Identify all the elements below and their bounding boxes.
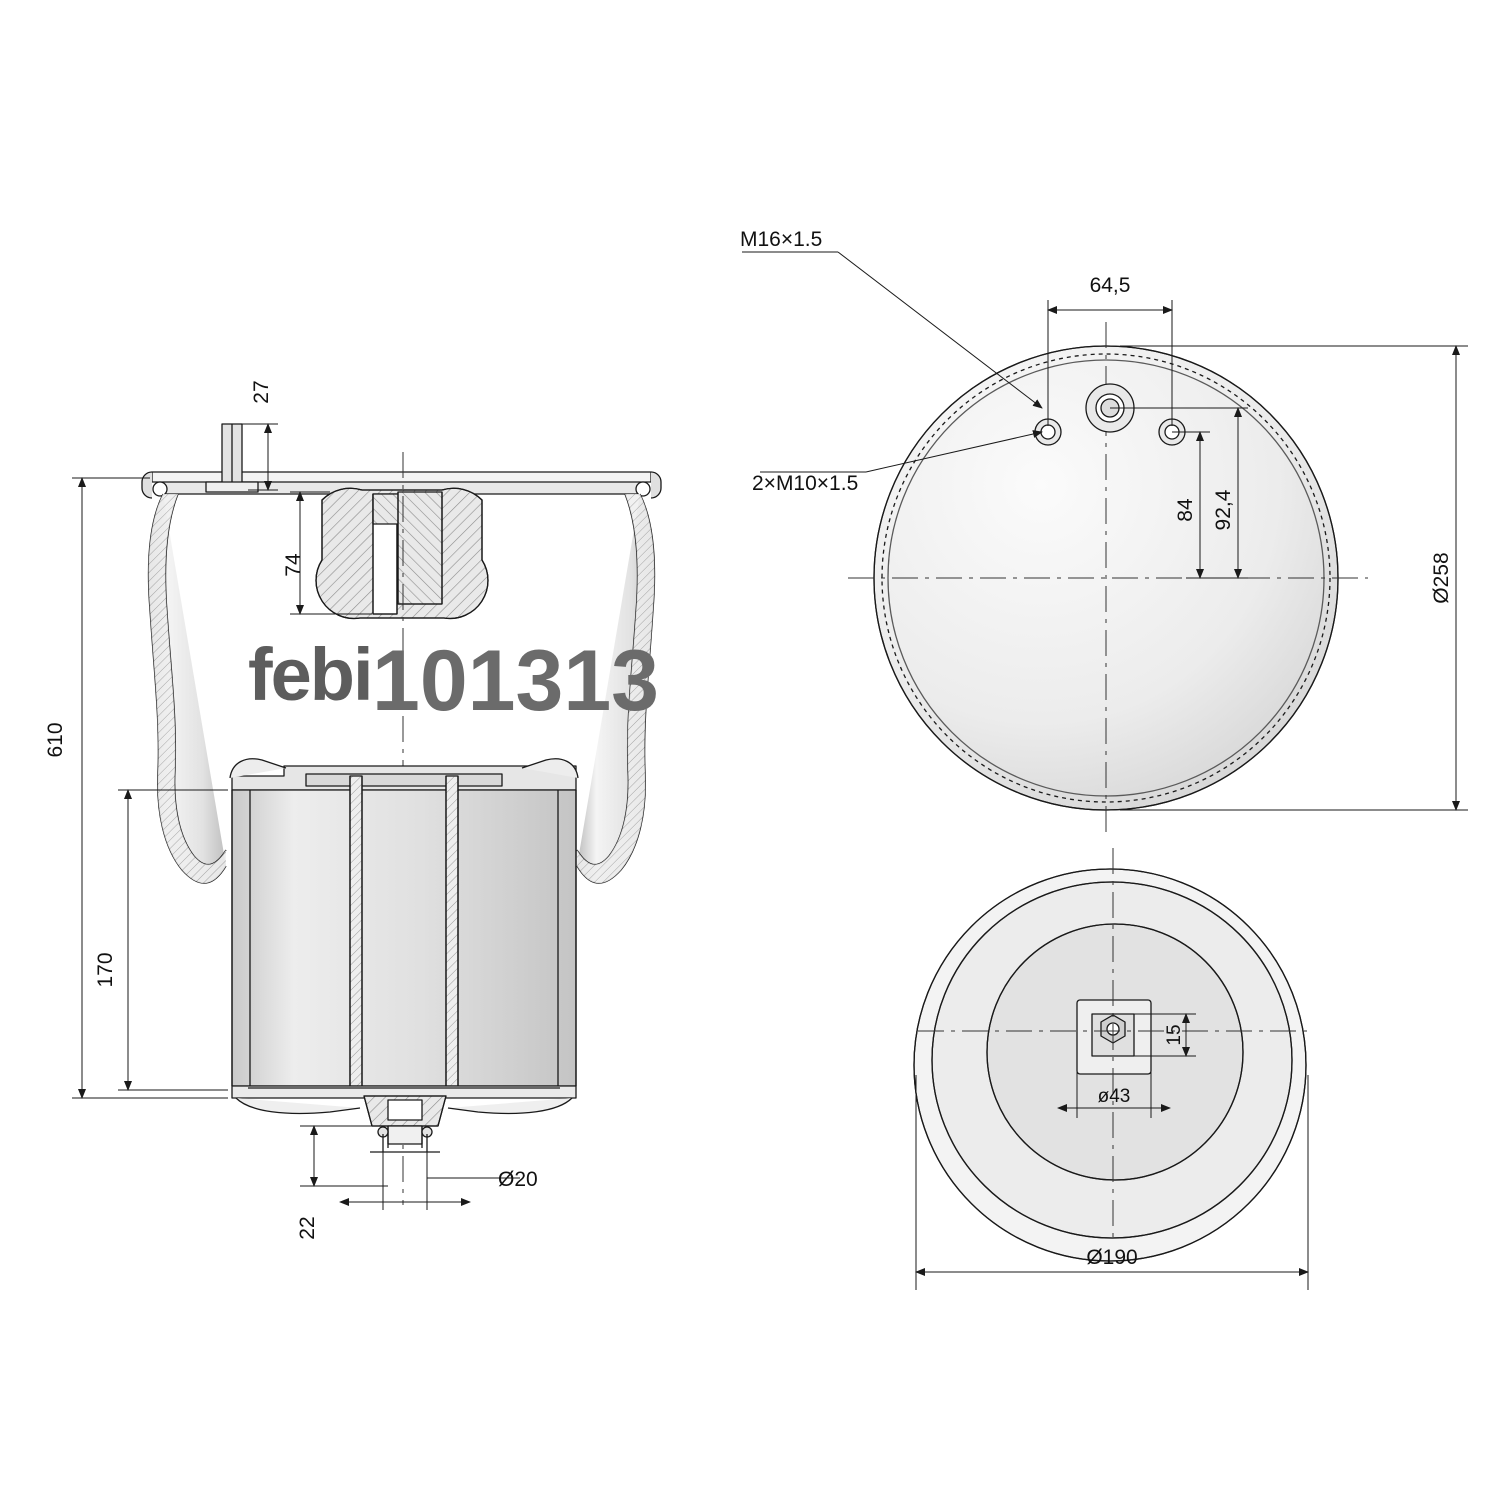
dim-bolt-spacing: 64,5 (1090, 274, 1131, 297)
dim-hub-dia: ø43 (1098, 1086, 1131, 1107)
dim-outer-dia: Ø258 (1430, 552, 1453, 603)
dim-hex-size: 15 (1164, 1024, 1185, 1045)
dim-stud-length: 27 (250, 380, 273, 403)
dim-offset-92-4: 92,4 (1212, 489, 1235, 530)
dim-piston-height: 170 (94, 952, 117, 987)
callout-center-thread: M16×1.5 (740, 228, 822, 251)
dim-height-overall: 610 (44, 722, 67, 757)
dim-bottom-bolt-dia: Ø20 (498, 1168, 538, 1191)
dimension-lines (72, 251, 1468, 1290)
dim-bumper-height: 74 (282, 553, 305, 577)
front-section-view (141, 423, 662, 1205)
brand-name: febi (248, 633, 372, 716)
brand-part-number: 101313 (372, 633, 659, 729)
brand-watermark: febi 101313 (248, 633, 659, 729)
dim-offset-84: 84 (1174, 498, 1197, 522)
dim-bottom-stud: 22 (296, 1216, 319, 1239)
dim-piston-dia: Ø190 (1086, 1246, 1137, 1269)
callout-side-threads: 2×M10×1.5 (752, 472, 858, 495)
piston-bottom-view (913, 848, 1312, 1262)
top-plate-view (848, 322, 1368, 838)
dimension-labels: 610 170 74 27 22 Ø20 64,5 84 92,4 Ø258 Ø… (44, 228, 1453, 1269)
